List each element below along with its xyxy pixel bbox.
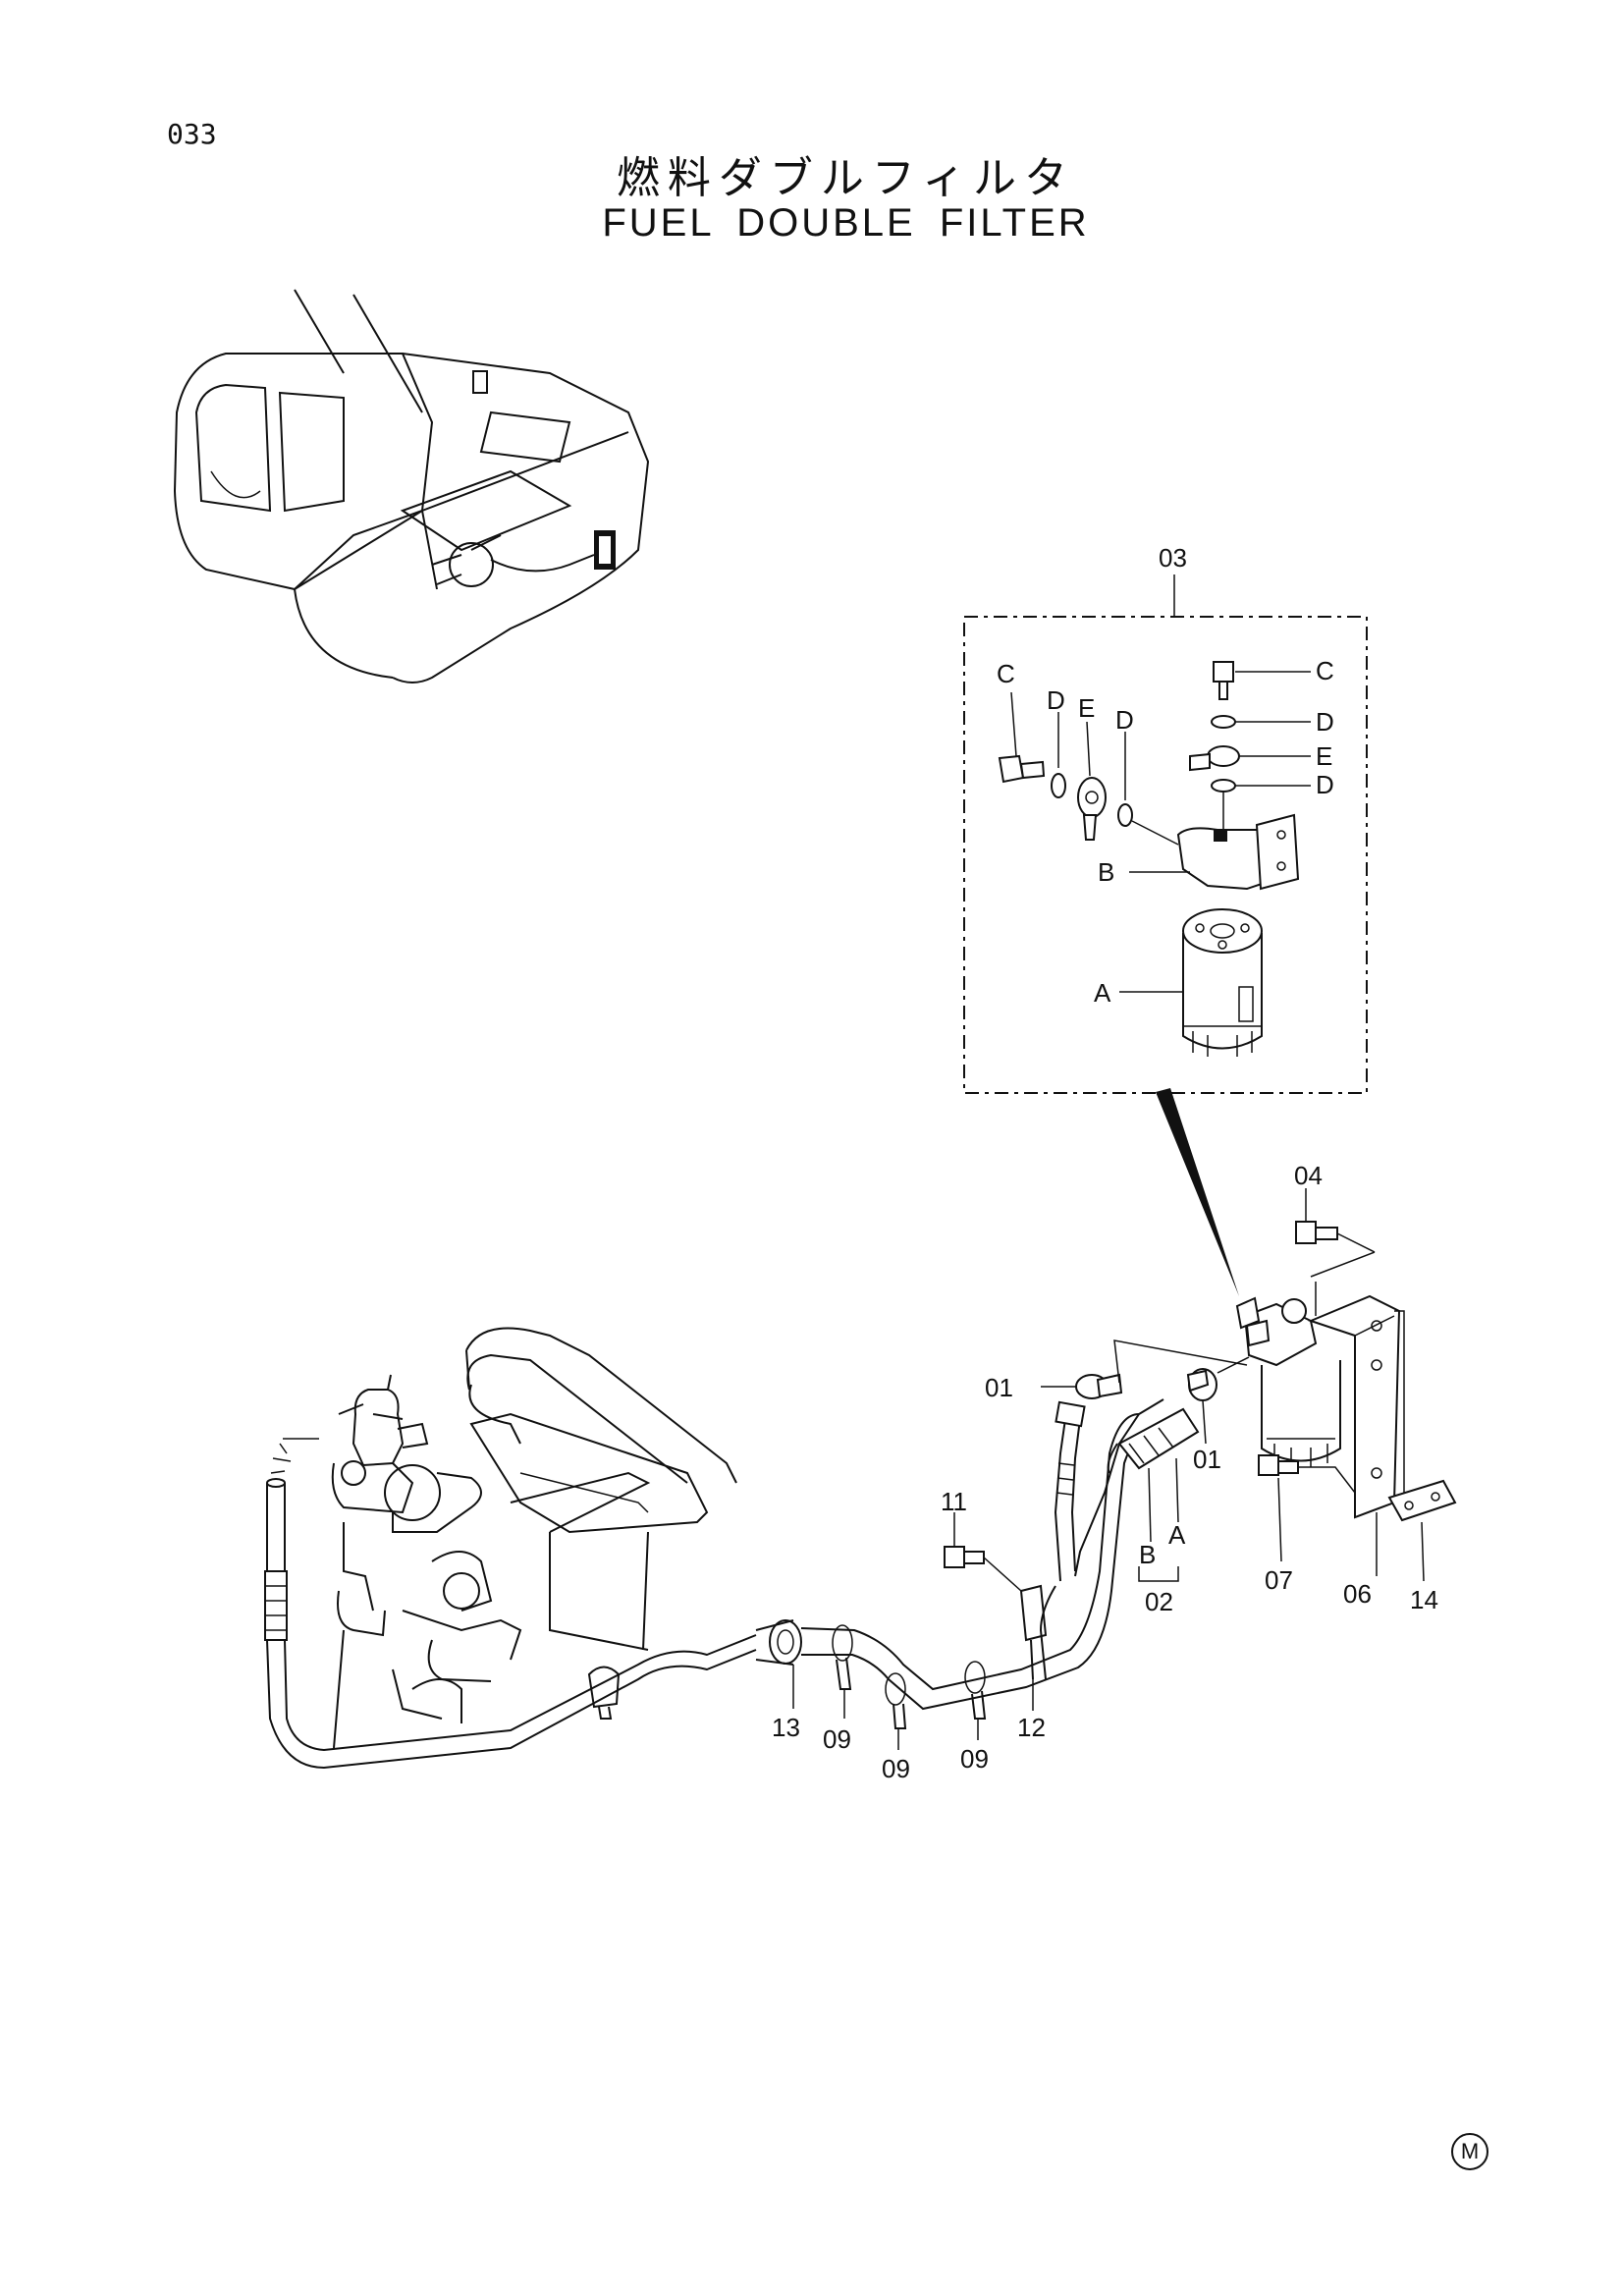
filter-head-b-icon xyxy=(1129,813,1300,891)
kit-label-a: A xyxy=(1094,978,1111,1008)
kit-label-d: D xyxy=(1047,685,1065,715)
kit-03-label: 03 xyxy=(1159,543,1187,573)
callout-09: 09 xyxy=(882,1754,910,1783)
page-number: 033 xyxy=(167,118,217,150)
filter-cartridge-a-icon xyxy=(1119,908,1263,1057)
eye-fitting-e-icon xyxy=(1189,745,1311,772)
callout-hose-a: A xyxy=(1168,1520,1186,1550)
washer-d-icon xyxy=(1211,779,1311,830)
callout-13: 13 xyxy=(772,1713,800,1742)
kit-label-d: D xyxy=(1316,707,1334,737)
callout-06: 06 xyxy=(1343,1579,1372,1609)
eye-fitting-e-icon xyxy=(1077,721,1107,841)
kit-03: 03 xyxy=(963,543,1368,1094)
washer-d-icon xyxy=(1211,715,1311,729)
kit-03-boundary xyxy=(963,616,1368,1094)
callout-09: 09 xyxy=(823,1724,851,1754)
kit-label-d: D xyxy=(1115,705,1134,735)
kit-label-d: D xyxy=(1316,770,1334,799)
excavator-overview xyxy=(173,289,650,683)
footer-mark: M xyxy=(1451,2133,1488,2170)
callout-01: 01 xyxy=(1193,1445,1221,1474)
callout-07: 07 xyxy=(1265,1565,1293,1595)
washer-d-icon xyxy=(1051,712,1066,798)
callout-12: 12 xyxy=(1017,1713,1046,1742)
kit-pointer xyxy=(1156,1088,1239,1296)
callout-02: 02 xyxy=(1145,1587,1173,1616)
title-japanese: 燃料ダブルフィルタ xyxy=(616,153,1076,203)
kit-label-e: E xyxy=(1316,741,1332,771)
kit-label-c: C xyxy=(1316,656,1334,685)
callout-hose-b: B xyxy=(1139,1540,1156,1569)
callout-01: 01 xyxy=(985,1373,1013,1402)
engine-assembly xyxy=(264,1188,1457,1770)
callout-09: 09 xyxy=(960,1744,989,1774)
kit-label-e: E xyxy=(1078,693,1095,723)
bolt-c-icon xyxy=(998,691,1046,784)
title-english: FUEL DOUBLE FILTER xyxy=(602,201,1090,245)
bolt-c-icon xyxy=(1213,661,1311,700)
callout-04: 04 xyxy=(1294,1161,1323,1190)
kit-label-c: C xyxy=(997,659,1015,688)
washer-d-icon xyxy=(1117,732,1179,846)
callout-14: 14 xyxy=(1410,1585,1438,1614)
kit-label-b: B xyxy=(1098,857,1114,887)
callout-leaders xyxy=(792,1386,1425,1750)
callout-11: 11 xyxy=(941,1487,967,1516)
